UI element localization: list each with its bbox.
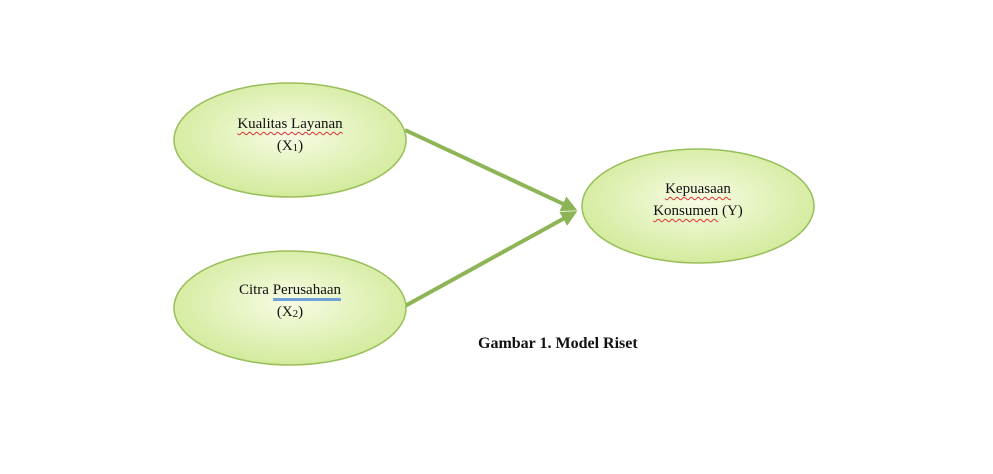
arrow-x1-to-y (404, 128, 578, 212)
node-y-var: (Y) (721, 203, 743, 219)
node-x2-title-b: Perusahaan (272, 282, 342, 301)
node-x1-var: (X (276, 138, 293, 154)
node-x2-sub: 2 (292, 308, 299, 320)
node-x2-close: ) (298, 304, 304, 320)
figure-caption: Gambar 1. Model Riset (478, 335, 638, 352)
node-x2-title-a: Citra (238, 282, 269, 298)
node-x1-label: Kualitas Layanan (X1) (190, 113, 390, 159)
node-y-line1: Kepuasaan (665, 181, 731, 197)
node-x2-label: Citra Perusahaan (X2) (190, 279, 390, 325)
node-y-label: Kepuasaan Konsumen (Y) (598, 178, 798, 222)
node-x2-var: (X (276, 304, 293, 320)
node-y-line2: Konsumen (653, 203, 719, 219)
arrow-x2-to-y (404, 211, 578, 308)
node-x1-title: Kualitas Layanan (237, 116, 343, 132)
node-x1-sub: 1 (292, 142, 299, 154)
node-x1-ellipse (173, 82, 407, 198)
node-x1-close: ) (298, 138, 304, 154)
node-y-ellipse (581, 148, 815, 264)
node-x2-ellipse (173, 250, 407, 366)
